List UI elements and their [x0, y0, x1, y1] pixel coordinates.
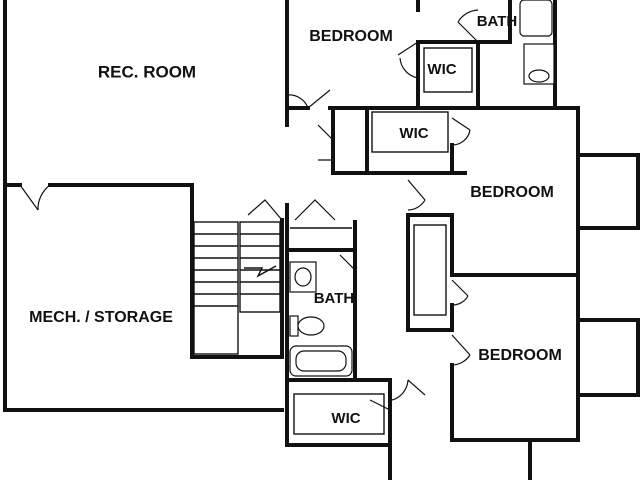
- staircase: [193, 221, 281, 355]
- room-label-bedroom-right: BEDROOM: [470, 184, 554, 201]
- room-label-wic-bottom: WIC: [331, 410, 360, 427]
- room-label-mech-storage: MECH. / STORAGE: [29, 309, 173, 326]
- walls: [3, 0, 640, 480]
- room-label-bath-middle: BATH: [314, 290, 355, 307]
- room-label-bedroom-top: BEDROOM: [309, 28, 393, 45]
- room-label-rec-room: REC. ROOM: [98, 62, 196, 81]
- room-label-wic-middle: WIC: [399, 125, 428, 142]
- room-label-wic-top: WIC: [427, 61, 456, 78]
- doors: [19, 9, 479, 411]
- room-label-bedroom-lower: BEDROOM: [478, 347, 562, 364]
- room-label-bath-top: BATH: [477, 13, 518, 30]
- bath-fixtures: [289, 0, 555, 377]
- closet-shelves: [290, 47, 473, 435]
